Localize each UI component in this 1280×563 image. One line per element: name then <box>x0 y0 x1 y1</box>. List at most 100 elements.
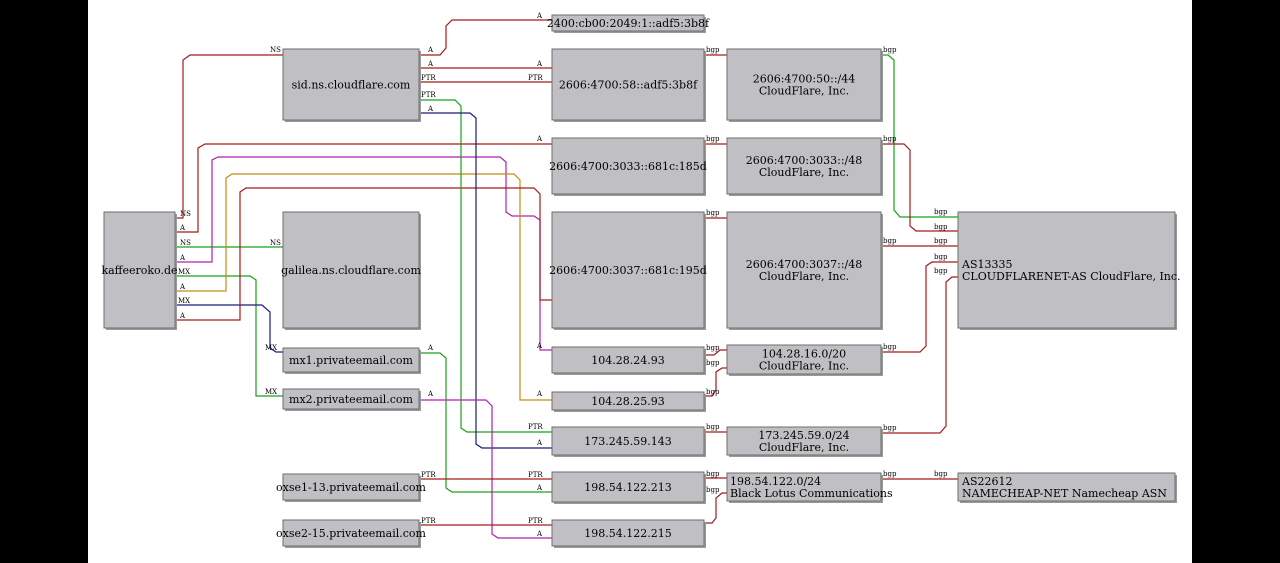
node-box <box>726 137 882 195</box>
edge-label-bgp: bgp <box>934 267 948 275</box>
edge-label-a: A <box>536 342 543 350</box>
edge-0 <box>175 54 283 219</box>
edge-label-a: A <box>427 60 434 68</box>
node-box <box>551 519 705 547</box>
node-box <box>103 211 176 329</box>
edge-label-a: A <box>536 484 543 492</box>
edge-label-a: A <box>536 135 543 143</box>
edge-label-a: A <box>536 439 543 447</box>
nodes: kaffeeroko.de sid.ns.cloudflare.com galile… <box>101 14 1181 548</box>
node-oxse2: oxse2-15.privateemail.com <box>276 519 427 548</box>
edge-label-bgp: bgp <box>934 223 948 231</box>
node-ip_173: 173.245.59.143 <box>551 426 706 457</box>
edge-label-mx: MX <box>178 297 190 305</box>
node-box <box>282 211 420 329</box>
node-label: CloudFlare, Inc. <box>759 441 849 454</box>
node-box <box>551 137 705 195</box>
node-ip_198_213: 198.54.122.213 <box>551 471 706 504</box>
edge-label-ns: NS <box>270 46 281 54</box>
edge-1 <box>175 143 552 233</box>
edge-24 <box>704 492 727 524</box>
edge-label-ptr: PTR <box>421 471 436 479</box>
node-label: 198.54.122.0/24 <box>730 475 821 488</box>
node-box <box>726 426 882 456</box>
edge-label-ns: NS <box>180 239 191 247</box>
node-label: sid.ns.cloudflare.com <box>292 79 411 92</box>
node-label: 2606:4700:58::adf5:3b8f <box>559 79 698 92</box>
node-box <box>551 426 705 456</box>
node-box <box>551 211 705 329</box>
edge-label-a: A <box>179 224 186 232</box>
node-box <box>282 347 420 373</box>
edge-label-ptr: PTR <box>528 517 543 525</box>
edge-26 <box>881 143 958 232</box>
edge-label-a: A <box>179 254 186 262</box>
edge-label-bgp: bgp <box>706 344 720 352</box>
edge-label-bgp: bgp <box>706 135 720 143</box>
edge-label-bgp: bgp <box>883 424 897 432</box>
node-label: galilea.ns.cloudflare.com <box>281 264 421 277</box>
node-mx2: mx2.privateemail.com <box>282 388 421 411</box>
edge-label-bgp: bgp <box>934 237 948 245</box>
edge-label-ptr: PTR <box>421 74 436 82</box>
node-label: 104.28.25.93 <box>591 395 664 408</box>
edge-label-a: A <box>536 530 543 538</box>
node-box <box>282 519 420 547</box>
node-label: AS13335 <box>961 258 1012 271</box>
edge-7 <box>175 187 552 321</box>
edge-label-a: A <box>536 390 543 398</box>
node-kaffeeroko: kaffeeroko.de <box>101 211 178 330</box>
node-box <box>551 14 705 32</box>
node-box <box>726 472 882 502</box>
node-sid: sid.ns.cloudflare.com <box>282 48 421 122</box>
node-mx1: mx1.privateemail.com <box>282 347 421 374</box>
edge-label-bgp: bgp <box>883 470 897 478</box>
edge-label-ns: NS <box>180 210 191 218</box>
node-label: 104.28.24.93 <box>591 354 664 367</box>
node-box <box>726 344 882 375</box>
node-label: mx2.privateemail.com <box>289 393 413 406</box>
edge-label-bgp: bgp <box>706 388 720 396</box>
edge-label-a: A <box>427 344 434 352</box>
node-label: 173.245.59.143 <box>584 435 671 448</box>
node-box <box>551 48 705 121</box>
node-label: CLOUDFLARENET-AS CloudFlare, Inc. <box>962 270 1181 283</box>
node-box <box>282 473 420 501</box>
node-box <box>957 472 1176 502</box>
edge-label-bgp: bgp <box>934 253 948 261</box>
edge-label-a: A <box>536 60 543 68</box>
edge-label-mx: MX <box>178 268 190 276</box>
edge-label-bgp: bgp <box>883 237 897 245</box>
edge-label-bgp: bgp <box>883 343 897 351</box>
node-label: 2606:4700:3037::681c:195d <box>549 264 707 277</box>
edge-21 <box>704 367 727 397</box>
edge-label-bgp: bgp <box>883 135 897 143</box>
edge-4 <box>175 275 283 397</box>
edge-11 <box>419 99 552 433</box>
node-label: 173.245.59.0/24 <box>758 429 849 442</box>
node-label: 198.54.122.215 <box>584 527 671 540</box>
edge-label-bgp: bgp <box>706 46 720 54</box>
node-label: 2606:4700:50::/44 <box>753 73 856 86</box>
node-label: 2606:4700:3033::/48 <box>746 154 863 167</box>
node-box <box>957 211 1176 329</box>
node-label: mx1.privateemail.com <box>289 354 413 367</box>
node-box <box>282 388 420 410</box>
node-label: kaffeeroko.de <box>101 264 177 277</box>
node-box <box>282 48 420 121</box>
edge-label-bgp: bgp <box>706 470 720 478</box>
edge-label-ns: NS <box>270 239 281 247</box>
edge-label-bgp: bgp <box>706 423 720 431</box>
edge-label-a: A <box>179 283 186 291</box>
node-label: CloudFlare, Inc. <box>759 85 849 98</box>
edge-label-ptr: PTR <box>528 74 543 82</box>
node-ip_185d: 2606:4700:3033::681c:185d <box>549 137 707 196</box>
node-label: 2400:cb00:2049:1::adf5:3b8f <box>547 17 710 30</box>
